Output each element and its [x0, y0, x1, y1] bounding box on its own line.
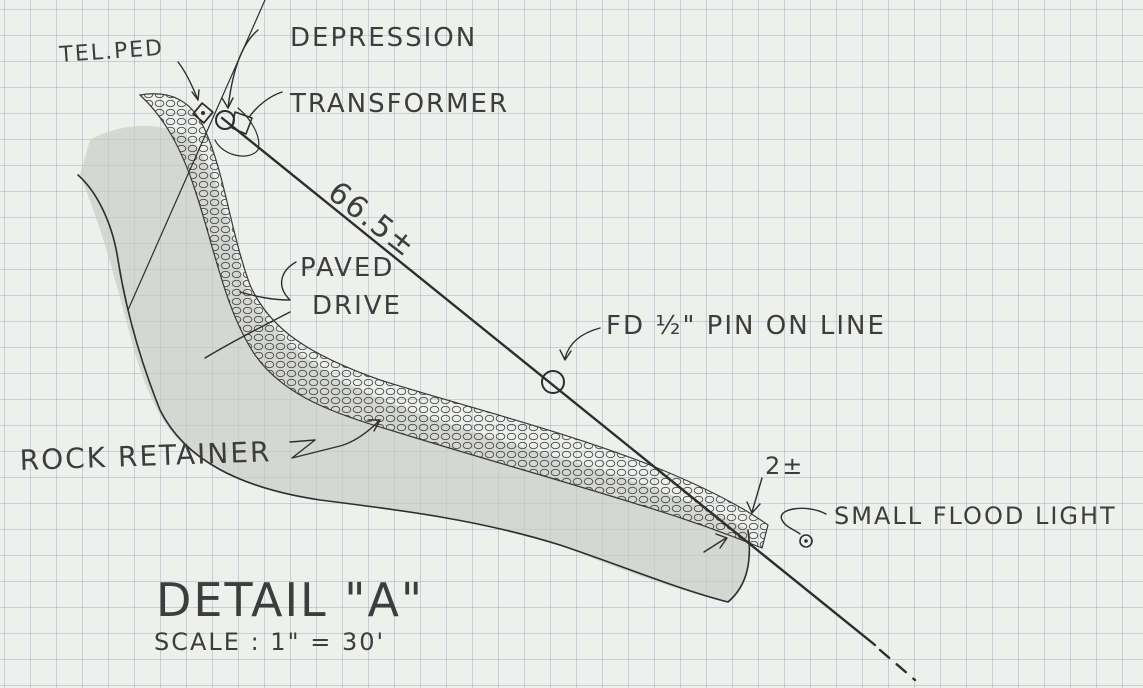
- paved-drive-label-line2: DRIVE: [312, 291, 402, 321]
- tel-ped-label: TEL.PED: [58, 36, 165, 68]
- tel-ped-leader: [177, 61, 199, 101]
- tel-ped-arrowhead: [191, 89, 200, 101]
- rock-retainer-leader: [289, 419, 381, 459]
- depression-outline: [214, 107, 260, 157]
- paved-drive-leader-upper: [239, 261, 297, 301]
- paved-drive-leader-lower: [204, 311, 291, 359]
- paved-drive-strip: [138, 93, 769, 549]
- property-line: [220, 116, 877, 647]
- flood-light-symbol: [799, 534, 813, 548]
- flood-light-dot: [804, 539, 808, 543]
- found-pin-symbol: [541, 370, 565, 394]
- tel-ped-symbol: [192, 102, 214, 124]
- transformer-leader: [249, 91, 283, 117]
- depression-leader: [227, 29, 259, 109]
- paved-drive-label-line1: PAVED: [300, 253, 394, 283]
- offset-dimension-lower: [703, 537, 727, 553]
- found-pin-label: FD ½" PIN ON LINE: [606, 311, 886, 341]
- offset-arrowhead-lower: [715, 533, 728, 549]
- flood-light-label: SMALL FLOOD LIGHT: [834, 502, 1117, 530]
- transformer-label: TRANSFORMER: [289, 89, 509, 119]
- transformer-symbol: [231, 111, 253, 135]
- slope-boundary-line: [77, 174, 751, 603]
- found-pin-leader: [564, 327, 601, 359]
- scale-label: SCALE : 1" = 30': [154, 628, 385, 656]
- shaded-slope-area: [80, 125, 750, 603]
- depression-arrowhead: [221, 97, 234, 109]
- offset-arrowhead-upper: [746, 501, 761, 514]
- found-pin-arrowhead: [559, 349, 572, 361]
- depression-label: DEPRESSION: [290, 23, 477, 53]
- offset-dimension-upper: [751, 477, 763, 513]
- detail-title: DETAIL "A": [156, 573, 424, 627]
- distance-label: 66.5±: [321, 175, 423, 265]
- offset-label: 2±: [765, 452, 804, 480]
- property-line-dashed-extension: [878, 648, 917, 682]
- tel-ped-dot: [201, 111, 205, 115]
- flood-light-leader: [780, 507, 827, 535]
- rock-retainer-arrowhead: [367, 419, 381, 432]
